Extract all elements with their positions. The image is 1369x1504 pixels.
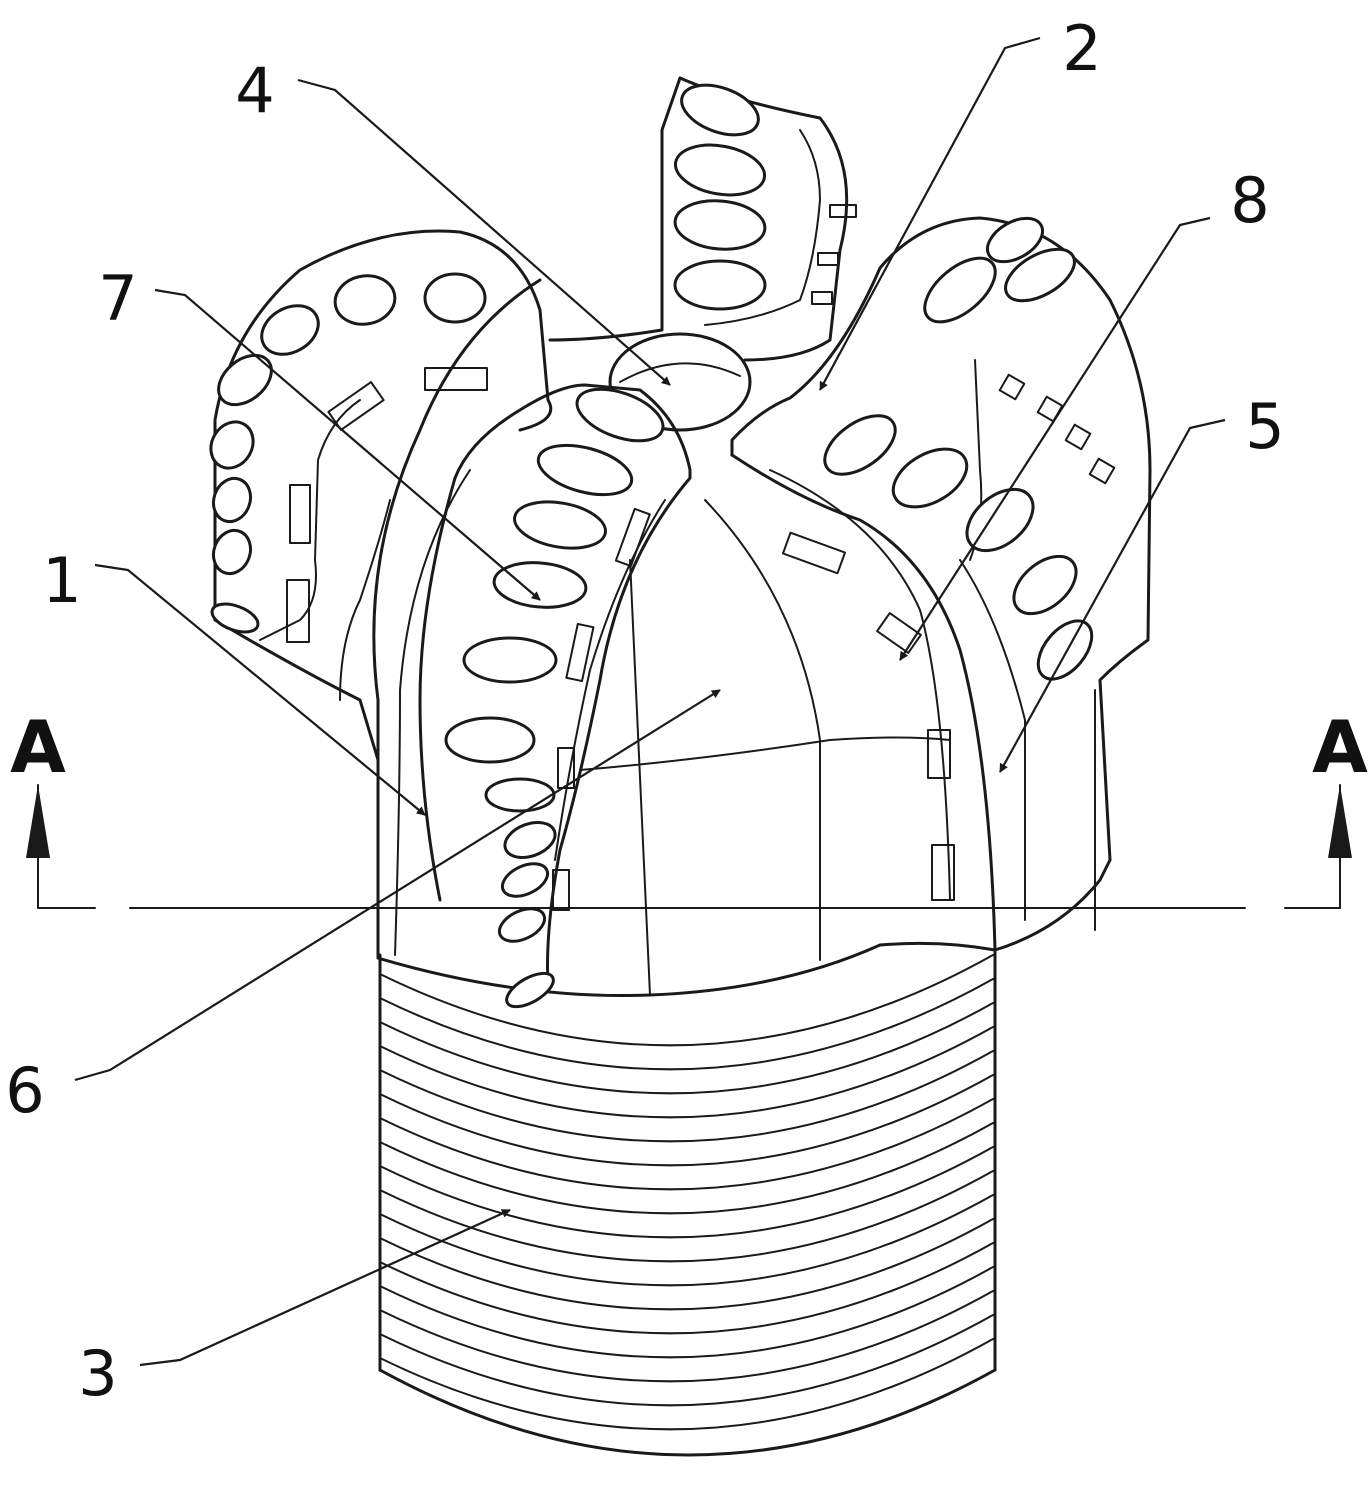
pdc-cutter xyxy=(923,256,997,324)
leader-2 xyxy=(819,36,1041,391)
pdc-cutter xyxy=(1004,247,1076,303)
thread-groove xyxy=(381,1290,994,1383)
thread-groove xyxy=(381,1242,994,1335)
label-7: 7 xyxy=(98,262,137,335)
pdc-cutter xyxy=(680,83,760,137)
thread-groove xyxy=(381,1338,994,1431)
nozzle xyxy=(608,332,752,432)
section-label-right: A xyxy=(1312,705,1368,789)
label-1: 1 xyxy=(42,544,81,617)
pdc-cutter xyxy=(484,777,556,813)
pdc-cutter xyxy=(209,420,255,470)
pdc-cutter xyxy=(211,528,253,576)
leader-lines xyxy=(74,36,1226,1367)
pdc-cutter xyxy=(333,274,397,326)
thread-groove xyxy=(381,978,994,1071)
pdc-cutter xyxy=(423,272,487,324)
thread-groove xyxy=(381,954,994,1047)
thread-groove xyxy=(381,1170,994,1263)
pdc-cutter xyxy=(492,561,588,609)
thread-groove xyxy=(381,1194,994,1287)
pdc-cutter xyxy=(965,487,1035,553)
pdc-cutter xyxy=(673,199,767,251)
thread-groove xyxy=(381,1074,994,1167)
leader-5 xyxy=(999,418,1226,773)
bit-body xyxy=(372,278,1112,998)
pdc-cutter xyxy=(444,716,536,764)
pdc-cutter xyxy=(673,259,767,311)
pdc-cutter xyxy=(513,500,607,550)
pdc-cutter xyxy=(462,636,558,684)
pdc-cutter xyxy=(1036,619,1094,681)
thread-groove xyxy=(381,1314,994,1407)
pdc-cutter xyxy=(891,447,969,509)
pdc-cutter xyxy=(505,971,555,1009)
pdc-cutter xyxy=(500,862,550,898)
thread-groove xyxy=(381,1122,994,1215)
label-8: 8 xyxy=(1230,164,1269,237)
section-label-left: A xyxy=(10,705,66,789)
pdc-cutter xyxy=(497,907,547,943)
pdc-cutter xyxy=(217,353,273,407)
pdc-cutters xyxy=(209,83,1094,1009)
label-5: 5 xyxy=(1245,390,1284,463)
leader-3 xyxy=(139,1208,511,1367)
pdc-cutter xyxy=(536,443,634,497)
pdc-cutter xyxy=(1012,554,1078,616)
leader-6 xyxy=(74,689,721,1082)
leader-8 xyxy=(899,216,1211,661)
label-3: 3 xyxy=(78,1337,117,1410)
section-line: A A xyxy=(10,705,1368,909)
right-blade xyxy=(730,216,1152,952)
leader-7 xyxy=(154,288,541,601)
thread-groove xyxy=(381,1098,994,1191)
thread-groove xyxy=(381,1026,994,1119)
thread-groove xyxy=(381,1266,994,1359)
pdc-cutter xyxy=(211,476,253,524)
threaded-shank xyxy=(378,948,997,1457)
front-blade xyxy=(418,383,692,987)
thread-groove xyxy=(381,1218,994,1311)
thread-groove xyxy=(381,1002,994,1095)
section-arrow-left xyxy=(26,785,50,858)
label-4: 4 xyxy=(235,54,274,127)
leader-1 xyxy=(94,563,426,816)
label-6: 6 xyxy=(5,1054,44,1127)
pdc-cutter xyxy=(575,387,665,443)
pdc-cutter xyxy=(260,304,320,356)
pdc-cutter xyxy=(673,143,767,197)
label-2: 2 xyxy=(1062,12,1101,85)
pdc-cutter xyxy=(503,821,557,859)
pdc-cutter xyxy=(986,216,1044,264)
part-labels: 1 2 3 4 5 6 7 8 xyxy=(5,12,1284,1410)
thread-groove xyxy=(381,1146,994,1239)
pdc-cutter xyxy=(210,602,260,634)
section-arrow-right xyxy=(1328,785,1352,858)
leader-4 xyxy=(297,78,671,386)
thread-groove xyxy=(381,1050,994,1143)
pdc-cutter xyxy=(823,414,897,476)
